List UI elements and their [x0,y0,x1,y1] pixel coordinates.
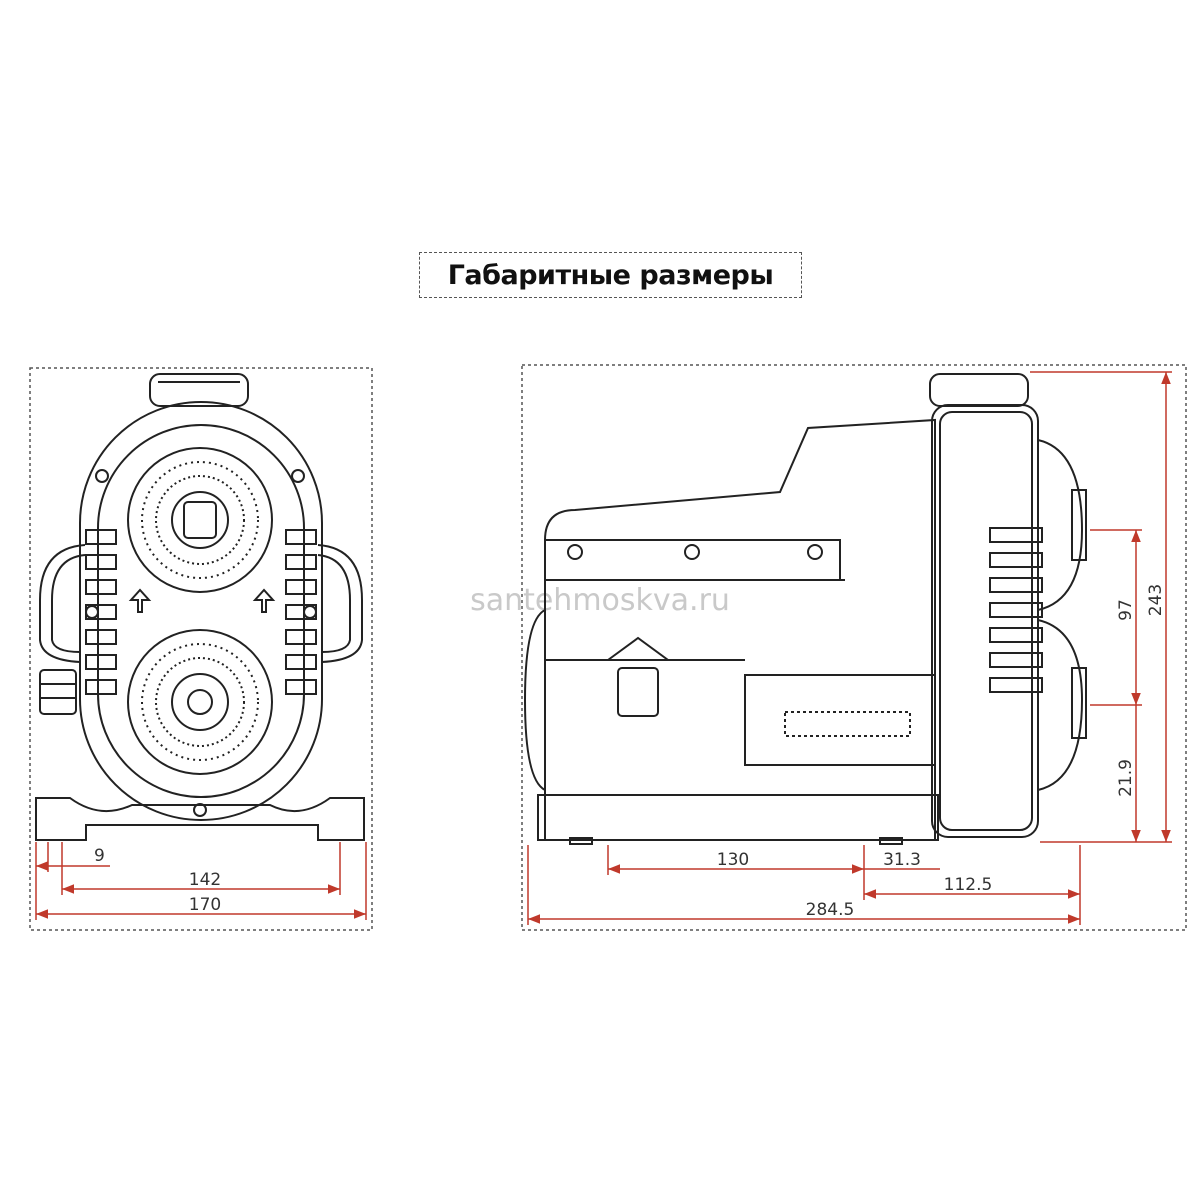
page-title: Габаритные размеры [447,259,774,291]
side-dim-port-height: 21.9 [1116,759,1136,797]
front-view-frame [29,367,373,931]
front-base [35,797,365,841]
front-dim-mount-spacing: 142 [189,870,221,890]
side-view: 130 31.3 112.5 284.5 97 243 21.9 [521,364,1187,931]
side-top-knob [929,373,1029,407]
front-lower-port [127,629,273,775]
front-top-knob [149,373,249,407]
side-motor-housing [544,418,936,841]
front-left-handle [39,544,86,663]
front-cable-gland [39,669,77,715]
front-body [79,401,323,821]
front-flow-arrow-left [128,588,152,613]
watermark: santehmoskva.ru [470,583,730,618]
front-dim-total-width: 170 [189,895,221,915]
front-dim-foot-offset: 9 [94,846,105,866]
side-lower-port [1037,619,1084,791]
front-upper-port [127,447,273,593]
front-view: 9 142 170 [29,367,373,931]
side-cable-gland [604,636,672,661]
side-dim-total-height: 243 [1146,584,1166,616]
side-dim-total-length: 284.5 [806,900,855,920]
side-base [537,794,939,841]
side-dim-outlet-offset: 31.3 [883,850,921,870]
title-frame: Габаритные размеры [419,252,802,298]
side-pump-head [931,404,1039,838]
side-dim-outlet-to-edge: 112.5 [944,875,993,895]
side-dim-port-spacing: 97 [1116,599,1136,621]
side-fan-cover [523,608,546,792]
side-view-frame [521,364,1187,931]
front-flow-arrow-right [252,588,276,613]
side-upper-port [1037,439,1084,611]
front-right-handle [317,544,363,663]
side-dim-mount-spacing: 130 [717,850,749,870]
